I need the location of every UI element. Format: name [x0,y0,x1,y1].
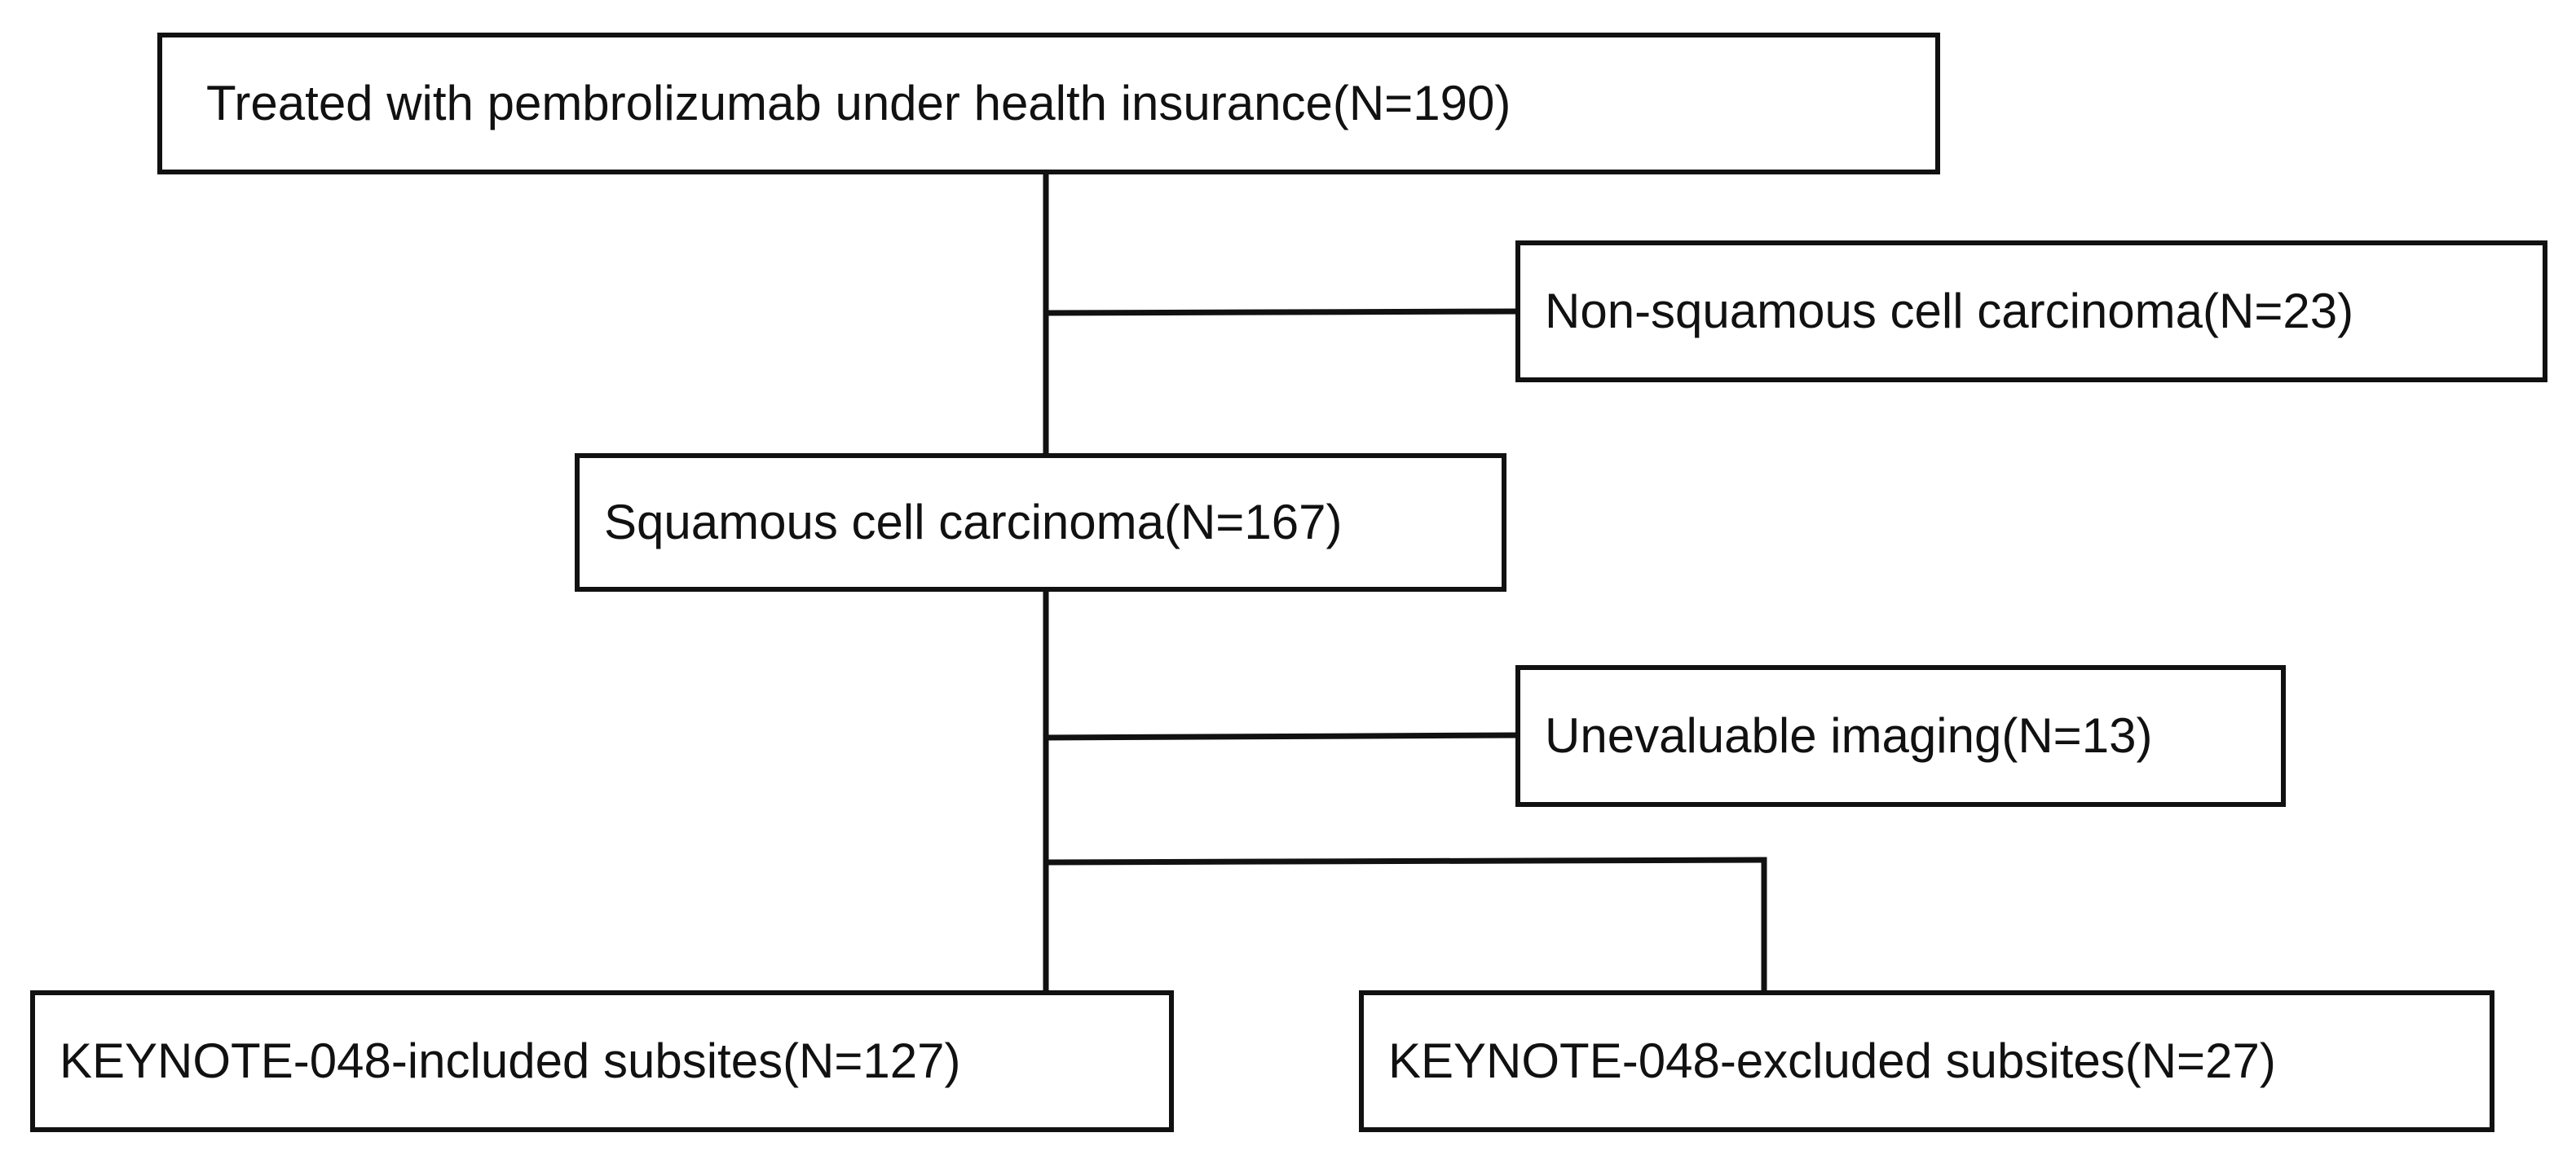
connector-excluded-horizontal [1043,857,1767,866]
squamous-box: Squamous cell carcinoma(N=167) [575,453,1506,592]
treated-label: Treated with pembrolizumab under health … [206,76,1511,130]
unevaluable-label: Unevaluable imaging(N=13) [1545,708,2153,763]
non-squamous-box: Non-squamous cell carcinoma(N=23) [1515,240,2547,382]
connector-to-unevaluable [1043,732,1519,741]
connector-to-non-squamous [1043,308,1519,316]
squamous-label: Squamous cell carcinoma(N=167) [604,495,1343,549]
treated-box: Treated with pembrolizumab under health … [157,33,1940,174]
non-squamous-label: Non-squamous cell carcinoma(N=23) [1545,284,2354,338]
excluded-subsites-box: KEYNOTE-048-excluded subsites(N=27) [1359,990,2494,1132]
included-subsites-label: KEYNOTE-048-included subsites(N=127) [60,1034,961,1088]
unevaluable-box: Unevaluable imaging(N=13) [1515,665,2286,807]
excluded-subsites-label: KEYNOTE-048-excluded subsites(N=27) [1388,1034,2276,1088]
included-subsites-box: KEYNOTE-048-included subsites(N=127) [30,990,1174,1132]
